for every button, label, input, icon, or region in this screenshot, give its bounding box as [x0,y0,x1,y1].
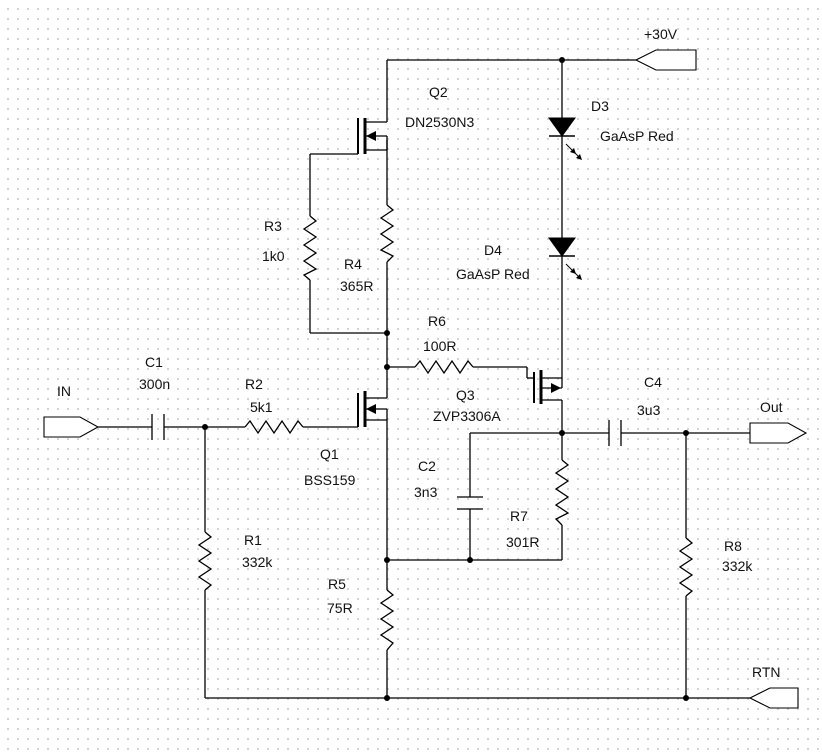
r7-value-label: 301R [506,534,540,550]
q3-value-label: ZVP3306A [433,408,501,424]
r6-ref-label: R6 [428,313,446,329]
r4-value-label: 365R [340,278,374,294]
resistor-r6-symbol [414,359,474,375]
c4-ref-label: C4 [644,374,662,390]
capacitor-c4-symbol [608,420,622,446]
resistor-r2-symbol [244,419,304,435]
capacitor-c1-symbol [151,414,165,440]
port-input-label: IN [57,383,71,399]
port-return-symbol[interactable] [748,687,799,709]
mosfet-q3-symbol [533,370,563,404]
resistor-r7-symbol [554,459,570,526]
d4-ref-label: D4 [484,242,502,258]
d4-value-label: GaAsP Red [456,266,530,282]
port-vplus-label: +30V [644,26,678,42]
q2-ref-label: Q2 [429,84,448,100]
q3-ref-label: Q3 [456,387,475,403]
led-d3-symbol [548,117,582,160]
r1-value-label: 332k [242,554,273,570]
port-vplus-symbol[interactable] [634,49,697,71]
port-return-label: RTN [752,664,781,680]
d3-value-label: GaAsP Red [600,128,674,144]
c1-value-label: 300n [139,376,171,392]
resistor-r3-symbol [302,215,318,281]
c4-value-label: 3u3 [637,402,661,418]
port-output-symbol[interactable] [749,422,808,444]
resistor-r4-symbol [379,204,395,263]
c2-ref-label: C2 [418,458,436,474]
resistor-r8-symbol [678,537,694,597]
c1-ref-label: C1 [145,354,163,370]
mosfet-q1-symbol [357,391,388,427]
mosfet-q2-symbol [357,118,388,154]
r1-ref-label: R1 [244,532,262,548]
r3-value-label: 1k0 [262,248,285,264]
r5-ref-label: R5 [328,576,346,592]
r4-ref-label: R4 [344,256,362,272]
r8-ref-label: R8 [724,538,742,554]
r6-value-label: 100R [423,338,457,354]
r7-ref-label: R7 [510,508,528,524]
r8-value-label: 332k [722,558,753,574]
port-input-symbol[interactable] [43,416,100,438]
d3-ref-label: D3 [591,98,609,114]
r2-value-label: 5k1 [250,399,273,415]
q1-value-label: BSS159 [304,472,356,488]
r5-value-label: 75R [327,600,353,616]
q1-ref-label: Q1 [320,446,339,462]
r3-ref-label: R3 [264,218,282,234]
capacitor-c2-symbol [457,496,483,510]
resistor-r1-symbol [197,531,213,591]
r2-ref-label: R2 [245,376,263,392]
port-output-label: Out [760,399,783,415]
c2-value-label: 3n3 [414,484,438,500]
q2-value-label: DN2530N3 [405,114,475,130]
resistor-r5-symbol [379,589,395,651]
led-d4-symbol [548,237,582,280]
junctions [202,57,689,701]
